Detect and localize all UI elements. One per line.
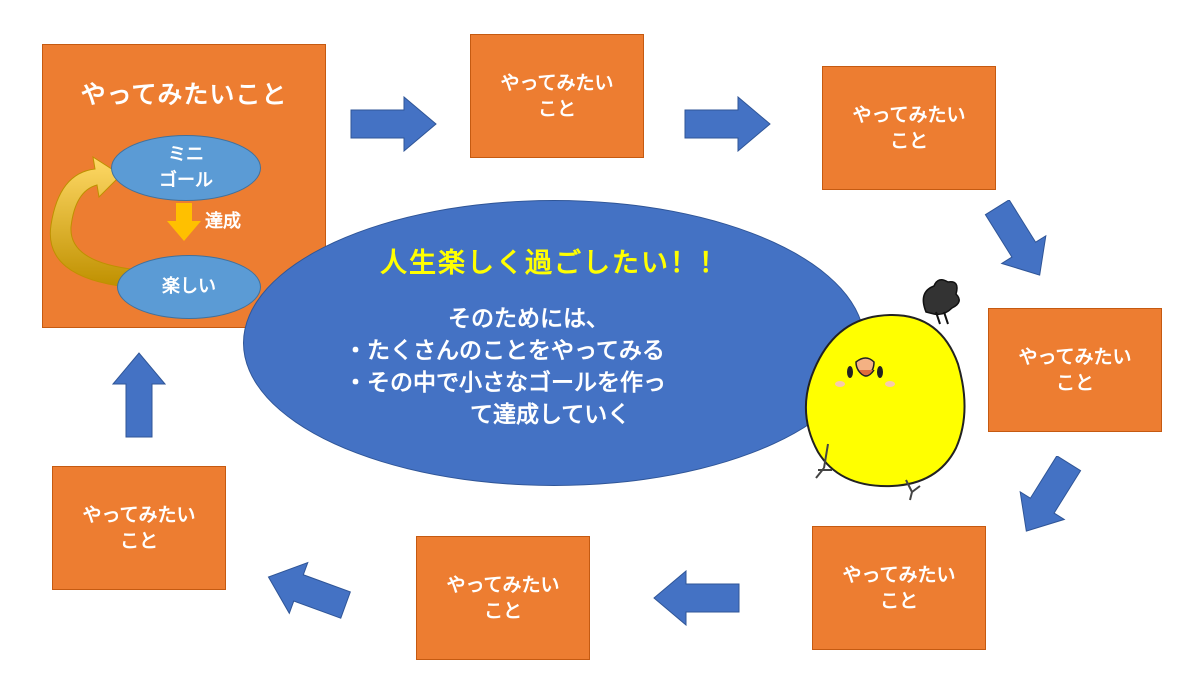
box-line1: やってみたい (852, 104, 966, 126)
arrow-down-left-icon (1019, 456, 1082, 532)
center-line-1: そのためには、 (448, 306, 609, 332)
activity-box-3: やってみたいこと (988, 308, 1162, 432)
activity-box-2: やってみたいこと (822, 66, 996, 190)
fun-label: 楽しい (162, 276, 216, 297)
cycle-arrow-icon (49, 155, 201, 288)
box-line2: こと (119, 530, 158, 552)
center-body: そのためには、 ・たくさんのことをやってみる ・その中で小さなゴールを作っ て達… (344, 303, 784, 431)
center-message-ellipse: 人生楽しく過ごしたい！！ そのためには、 ・たくさんのことをやってみる ・その中… (243, 200, 865, 486)
arrow-up-icon (112, 352, 166, 438)
box-line2: こと (537, 98, 576, 120)
mini-goal-line2: ゴール (159, 170, 213, 191)
arrow-right-icon (684, 96, 771, 152)
arrow-right-icon (350, 96, 437, 152)
box-line1: やってみたい (82, 504, 196, 526)
center-line-2: ・たくさんのことをやってみる (344, 338, 665, 364)
box-line2: こと (879, 590, 918, 612)
arrow-down-right-icon (984, 200, 1047, 276)
box-line1: やってみたい (1018, 346, 1132, 368)
mini-goal-line1: ミニ (168, 144, 204, 165)
main-box-title: やってみたいこと (80, 80, 288, 109)
box-line2: こと (483, 600, 522, 622)
mini-goal-ellipse: ミニ ゴール (111, 135, 261, 201)
box-line1: やってみたい (500, 72, 614, 94)
arrow-up-left-icon (267, 561, 351, 619)
activity-box-4: やってみたいこと (812, 526, 986, 650)
box-line1: やってみたい (446, 574, 560, 596)
box-line1: やってみたい (842, 564, 956, 586)
activity-box-6: やってみたいこと (52, 466, 226, 590)
activity-box-1: やってみたいこと (470, 34, 644, 158)
center-line-3: ・その中で小さなゴールを作っ (344, 370, 666, 396)
center-title: 人生楽しく過ごしたい！！ (380, 248, 728, 279)
box-line2: こと (889, 130, 928, 152)
activity-box-5: やってみたいこと (416, 536, 590, 660)
fun-ellipse: 楽しい (117, 255, 261, 319)
chick-illustration (805, 279, 966, 501)
achieve-label: 達成 (205, 211, 241, 232)
main-goal-box: やってみたいこと ミニ ゴール 達成 楽しい (42, 44, 326, 328)
center-line-4: て達成していく (470, 402, 631, 428)
box-line2: こと (1055, 372, 1094, 394)
arrow-left-icon (653, 570, 740, 626)
